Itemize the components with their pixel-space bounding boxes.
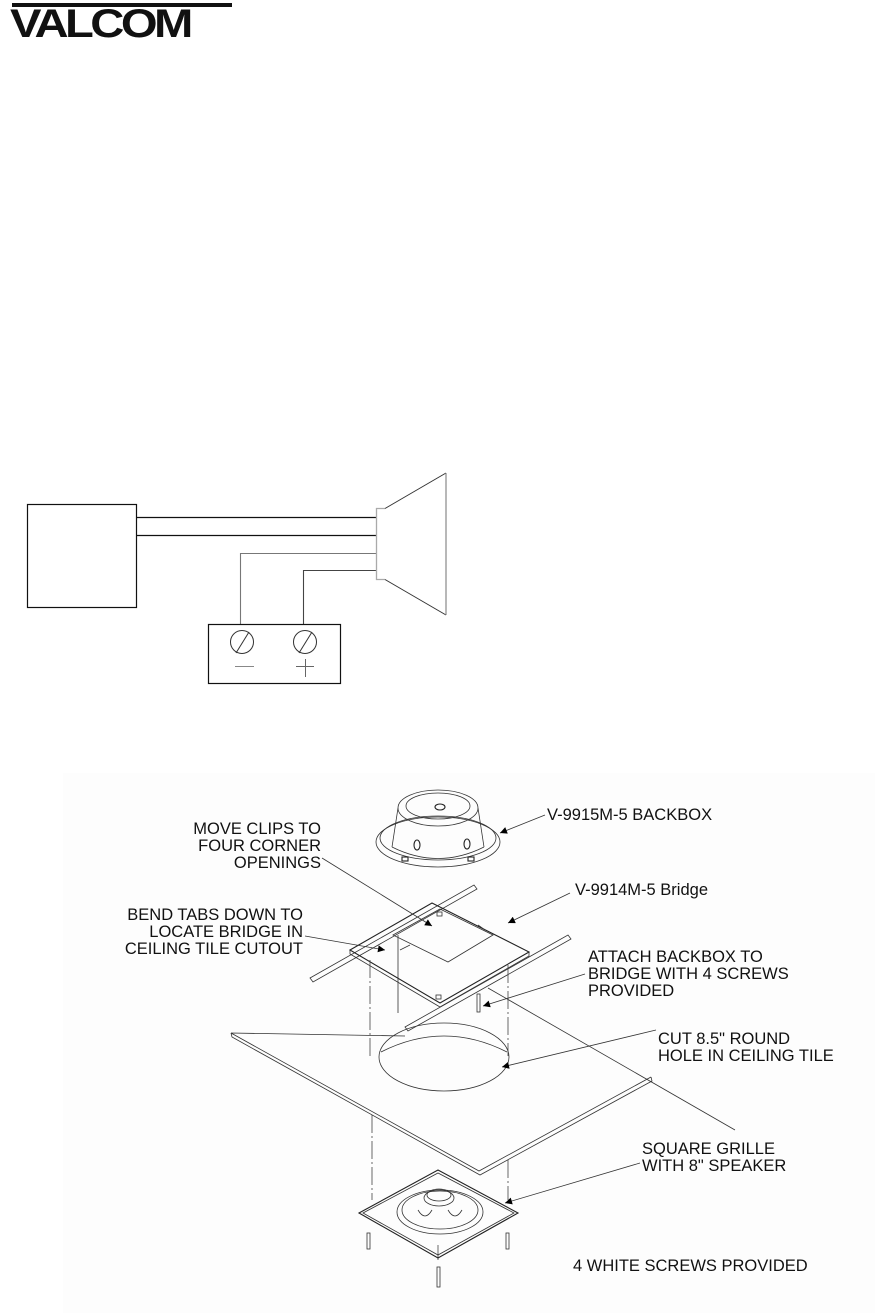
callout-move-clips: MOVE CLIPS TO FOUR CORNER OPENINGS bbox=[193, 820, 321, 872]
bridge-icon bbox=[309, 884, 736, 1260]
leader-attach-backbox bbox=[482, 973, 586, 1008]
backbox-icon bbox=[375, 789, 501, 868]
callout-screws: 4 WHITE SCREWS PROVIDED bbox=[573, 1257, 808, 1275]
wiring-diagram bbox=[0, 460, 470, 700]
callout-backbox: V-9915M-5 BACKBOX bbox=[547, 806, 713, 824]
terminal-block bbox=[207, 623, 342, 685]
source-box bbox=[26, 503, 138, 609]
leader-bend-tabs bbox=[304, 935, 386, 953]
wire-positive bbox=[302, 569, 376, 624]
callout-bridge: V-9914M-5 Bridge bbox=[575, 881, 708, 899]
leader-backbox bbox=[499, 814, 546, 834]
callout-attach-backbox: ATTACH BACKBOX TO BRIDGE WITH 4 SCREWS P… bbox=[588, 948, 789, 1000]
leader-move-clips bbox=[321, 857, 433, 927]
assembly-diagram-panel bbox=[63, 773, 875, 1313]
valcom-logo: VALCOM bbox=[10, 2, 234, 46]
terminal-screw-negative-icon bbox=[230, 630, 254, 654]
callout-grille: SQUARE GRILLE WITH 8" SPEAKER bbox=[642, 1140, 787, 1175]
leader-bridge bbox=[507, 892, 571, 924]
ceiling-tile-icon bbox=[230, 1022, 653, 1176]
leader-grille bbox=[504, 1162, 641, 1205]
logo-text: VALCOM bbox=[10, 2, 193, 46]
callout-cut-hole: CUT 8.5" ROUND HOLE IN CEILING TILE bbox=[658, 1030, 834, 1065]
callout-bend-tabs: BEND TABS DOWN TO LOCATE BRIDGE IN CEILI… bbox=[124, 906, 303, 958]
plus-symbol bbox=[296, 659, 314, 677]
leader-cut-hole bbox=[501, 1029, 657, 1069]
logo-bar bbox=[12, 3, 232, 7]
wire-negative bbox=[239, 552, 376, 624]
speaker-horn-icon bbox=[375, 472, 447, 616]
wiring-svg bbox=[26, 472, 447, 685]
terminal-screw-positive-icon bbox=[293, 630, 317, 654]
square-grille-speaker-icon bbox=[357, 1169, 520, 1288]
